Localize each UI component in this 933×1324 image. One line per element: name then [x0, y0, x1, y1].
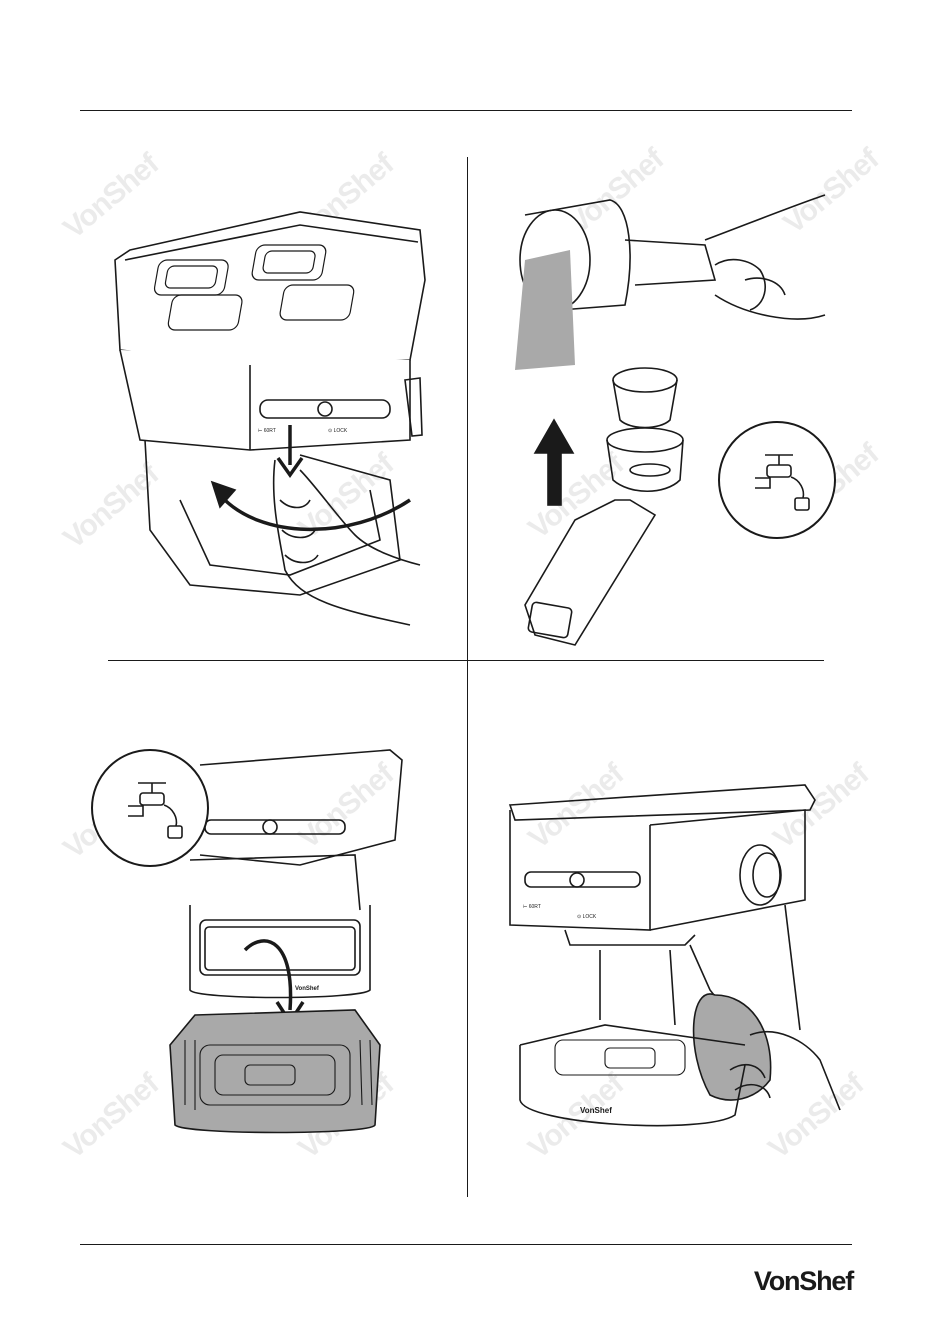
base-brand: VonShef	[580, 1106, 612, 1115]
control-label-left: ⊢ 60RT	[258, 427, 276, 434]
brand-logo: VonShef	[754, 1266, 853, 1297]
panel-divider-vertical	[467, 157, 468, 1197]
illustration-clean-steam-wand: ⊢ 60RT ⊙ LOCK VonShef	[505, 780, 845, 1160]
tray-brand: VonShef	[295, 986, 320, 992]
control-label-right: ⊙ LOCK	[577, 914, 597, 920]
panel-divider-horizontal	[108, 660, 824, 661]
header-rule	[80, 110, 852, 111]
illustration-remove-drip-tray: VonShef	[90, 740, 420, 1140]
illustration-clean-filter	[505, 185, 855, 655]
footer-rule	[80, 1244, 852, 1245]
illustration-remove-portafilter: ⊢ 60RT ⊙ LOCK	[100, 200, 440, 640]
control-label-left: ⊢ 60RT	[523, 903, 541, 910]
control-label-right: ⊙ LOCK	[328, 428, 348, 434]
